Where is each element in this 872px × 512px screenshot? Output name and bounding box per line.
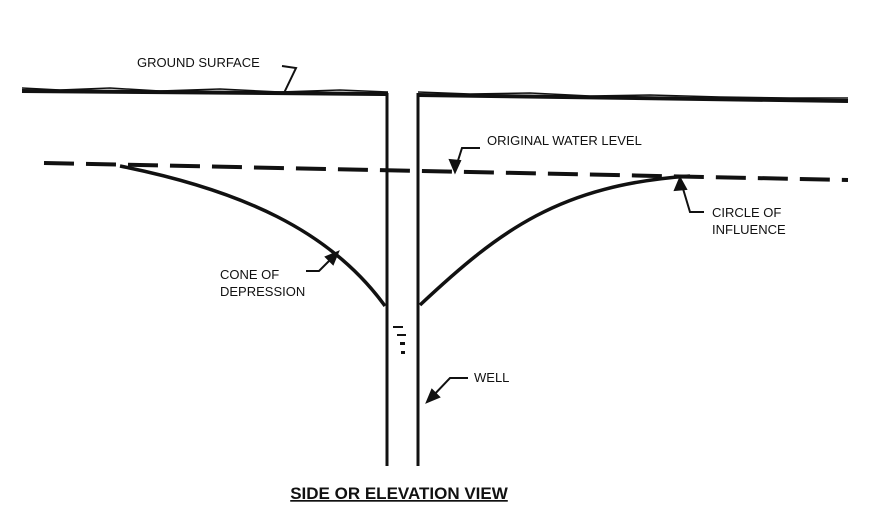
cone-of-depression bbox=[119, 164, 691, 308]
circle-of-influence-label-line2: INFLUENCE bbox=[712, 222, 786, 237]
well-label: WELL bbox=[474, 370, 509, 385]
cone-of-depression-label-line1: CONE OF bbox=[220, 267, 279, 282]
leader-arrows bbox=[281, 65, 704, 404]
original-water-level-label: ORIGINAL WATER LEVEL bbox=[487, 133, 642, 148]
ground-surface bbox=[21, 87, 849, 103]
ground-surface-label: GROUND SURFACE bbox=[137, 55, 260, 70]
well-casing bbox=[385, 93, 420, 466]
original-water-level-line bbox=[43, 161, 849, 182]
diagram-title: SIDE OR ELEVATION VIEW bbox=[290, 484, 509, 503]
water-marks bbox=[393, 326, 406, 354]
circle-of-influence-label-line1: CIRCLE OF bbox=[712, 205, 781, 220]
cone-of-depression-label-line2: DEPRESSION bbox=[220, 284, 305, 299]
